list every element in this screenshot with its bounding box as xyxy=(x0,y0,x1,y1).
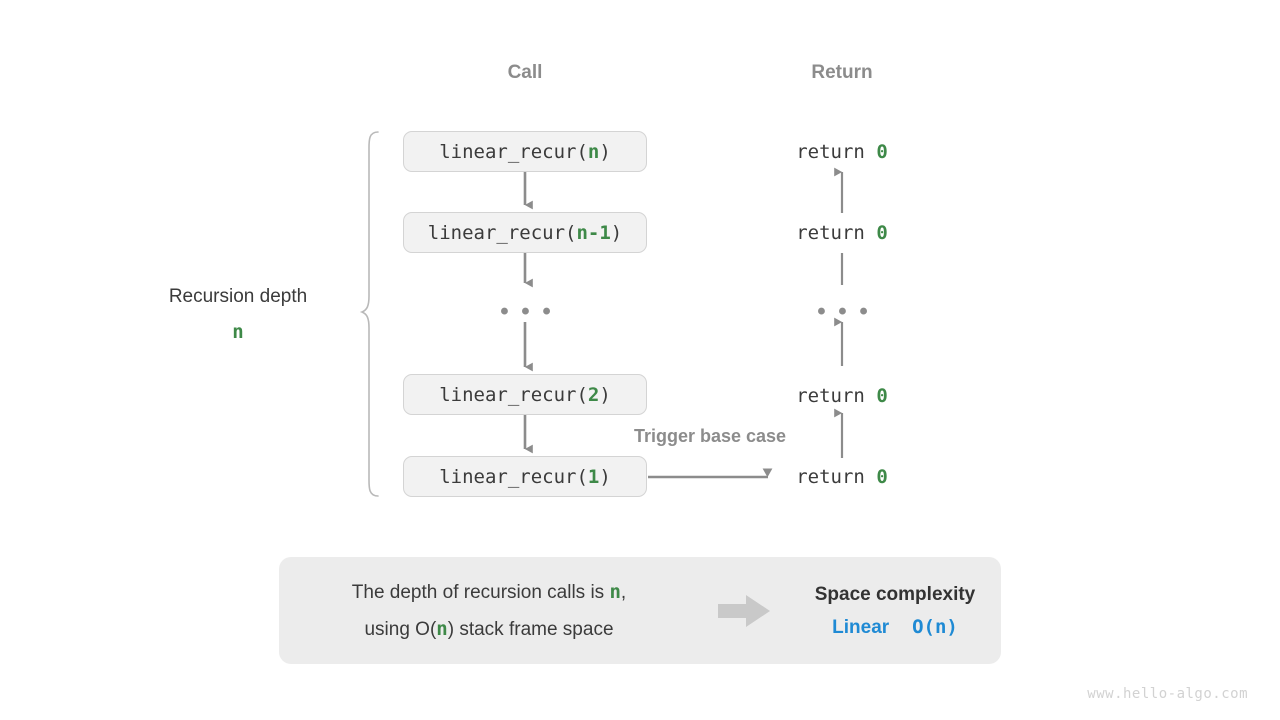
call-frame-box[interactable]: linear_recur(n) xyxy=(403,131,647,172)
return-value: 0 xyxy=(876,385,888,407)
frame-text-prefix: linear_recur( xyxy=(427,221,577,244)
return-keyword: return xyxy=(796,466,877,488)
summary-line2-pre: using O( xyxy=(364,618,437,640)
frame-text-arg: 2 xyxy=(587,383,600,406)
watermark: www.hello-algo.com xyxy=(1087,686,1248,702)
recursion-depth-title: Recursion depth xyxy=(168,286,308,307)
return-value: 0 xyxy=(876,141,888,163)
right-block-arrow-icon xyxy=(718,594,770,627)
frame-text-arg: n-1 xyxy=(576,221,611,244)
call-frame-box[interactable]: linear_recur(n-1) xyxy=(403,212,647,253)
summary-panel: The depth of recursion calls is n, using… xyxy=(279,557,1001,664)
return-statement: return 0 xyxy=(796,466,888,488)
return-stack-ellipsis: • • • xyxy=(817,298,871,325)
return-keyword: return xyxy=(796,141,877,163)
frame-text-suffix: ) xyxy=(599,383,611,406)
return-value: 0 xyxy=(876,222,888,244)
summary-arrow-slot xyxy=(699,594,789,628)
summary-conclusion: Space complexity Linear O(n) xyxy=(789,578,1001,644)
call-frame-box[interactable]: linear_recur(1) xyxy=(403,456,647,497)
return-keyword: return xyxy=(796,385,877,407)
recursion-depth-brace xyxy=(359,131,379,497)
frame-text-prefix: linear_recur( xyxy=(439,140,588,163)
return-keyword: return xyxy=(796,222,877,244)
call-frame-box[interactable]: linear_recur(2) xyxy=(403,374,647,415)
summary-line2-post: ) stack frame space xyxy=(447,618,614,640)
summary-description: The depth of recursion calls is n, using… xyxy=(279,574,699,648)
call-stack-ellipsis: • • • xyxy=(500,298,554,325)
frame-text-prefix: linear_recur( xyxy=(439,465,588,488)
conclusion-caption: Space complexity xyxy=(814,583,976,605)
column-header-return: Return xyxy=(811,62,873,83)
summary-line-2: using O(n) stack frame space xyxy=(279,611,699,648)
summary-line1-var: n xyxy=(609,580,621,603)
frame-text-arg: n xyxy=(587,140,600,163)
recursion-depth-symbol: n xyxy=(232,321,244,343)
frame-text-suffix: ) xyxy=(599,140,611,163)
summary-line1-post: , xyxy=(620,581,627,603)
return-statement: return 0 xyxy=(796,141,888,163)
frame-text-arg: 1 xyxy=(587,465,600,488)
recursion-depth-annotation: Recursion depth n xyxy=(169,285,307,342)
conclusion-word: Linear xyxy=(832,616,890,638)
trigger-base-case-label: Trigger base case xyxy=(633,426,787,446)
conclusion-value: O(n) xyxy=(912,615,958,638)
column-header-call: Call xyxy=(507,62,543,83)
summary-line-1: The depth of recursion calls is n, xyxy=(279,574,699,611)
summary-line1-pre: The depth of recursion calls is xyxy=(351,581,610,603)
frame-text-suffix: ) xyxy=(610,221,623,244)
return-statement: return 0 xyxy=(796,385,888,407)
return-statement: return 0 xyxy=(796,222,888,244)
frame-text-prefix: linear_recur( xyxy=(439,383,588,406)
frame-text-suffix: ) xyxy=(599,465,611,488)
return-value: 0 xyxy=(876,466,888,488)
summary-line2-var: n xyxy=(436,617,448,640)
conclusion-result: Linear O(n) xyxy=(789,611,1001,644)
